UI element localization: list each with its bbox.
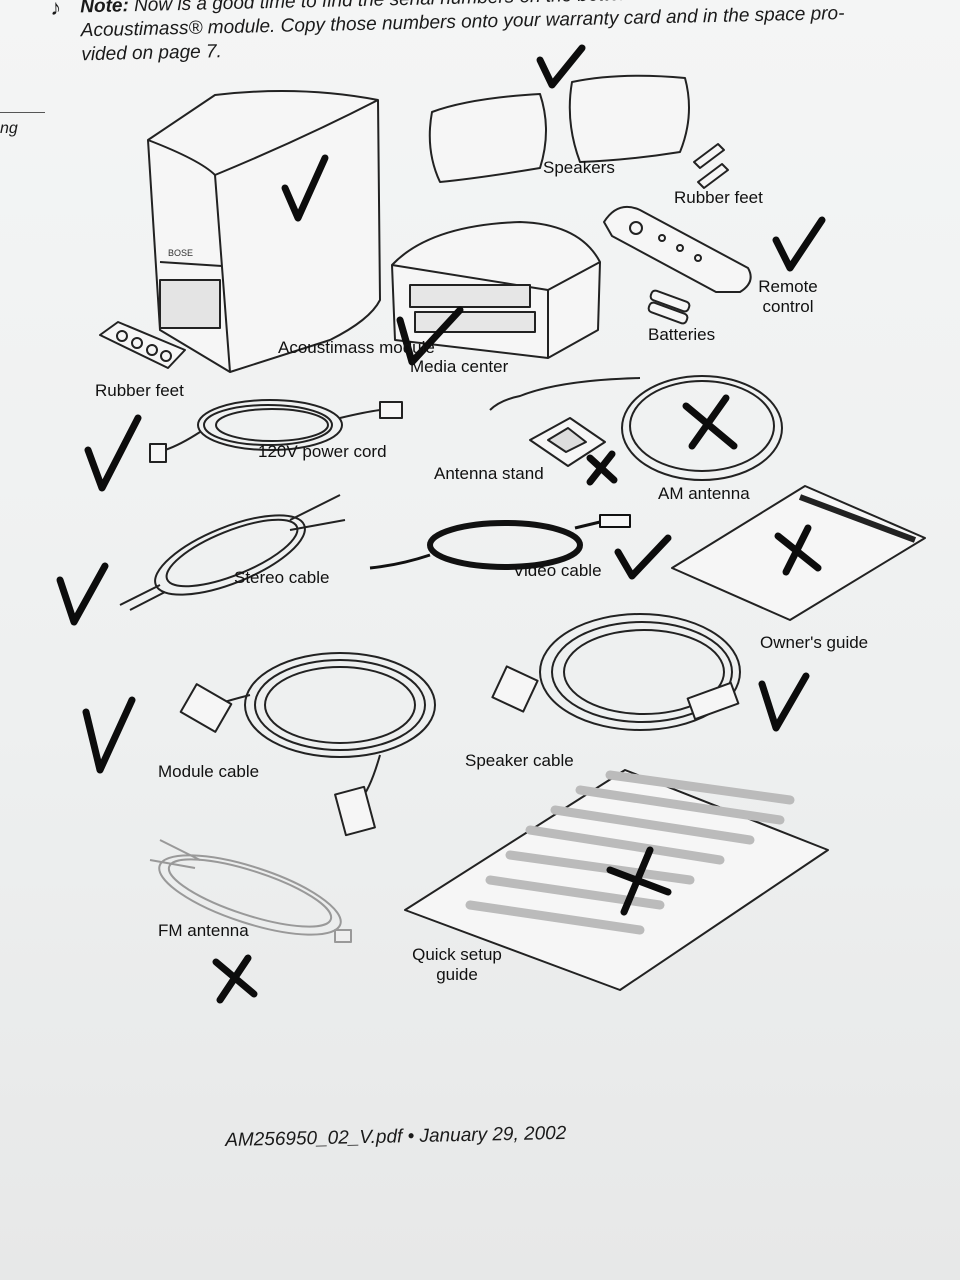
label-rubber-feet-left: Rubber feet: [95, 381, 184, 400]
speaker-cable-drawing: [491, 613, 741, 731]
checkmark-media-center: [396, 306, 464, 366]
label-batteries: Batteries: [648, 325, 716, 344]
video-cable-drawing: [369, 514, 631, 570]
checkmark-power-cord: [84, 414, 142, 492]
am-antenna-drawing: [489, 375, 783, 481]
label-media-center: Media center: [410, 357, 509, 376]
label-fm-antenna: FM antenna: [158, 921, 249, 940]
acoustimass-module-drawing: BOSE: [147, 90, 381, 373]
x-mark-owners-guide: [774, 524, 822, 576]
x-mark-am-antenna: [682, 394, 738, 450]
x-mark-antenna-stand: [586, 450, 618, 486]
remote-control-drawing: [603, 206, 752, 293]
x-mark-fm-antenna: [212, 954, 258, 1004]
module-cable-drawing: [179, 652, 436, 837]
label-speakers: Speakers: [543, 158, 615, 177]
checkmark-video-cable: [614, 534, 672, 580]
label-quick-setup-guide: Quick setup guide: [412, 945, 502, 984]
label-speaker-cable: Speaker cable: [465, 751, 574, 770]
label-module-cable: Module cable: [158, 762, 260, 781]
antenna-stand-drawing: [529, 417, 606, 467]
stereo-cable-drawing: [119, 494, 346, 611]
label-remote-control: Remote control: [758, 277, 818, 316]
margin-text-fragment: ng: [0, 120, 18, 137]
x-mark-quick-setup: [606, 846, 672, 916]
label-acoustimass-module: Acoustimass module: [278, 338, 435, 357]
label-power-cord: 120V power cord: [258, 442, 387, 461]
label-antenna-stand: Antenna stand: [434, 464, 544, 483]
label-video-cable: Video cable: [513, 561, 602, 580]
label-am-antenna: AM antenna: [658, 484, 750, 503]
svg-text:BOSE: BOSE: [168, 248, 193, 258]
margin-rule: [0, 112, 45, 113]
label-stereo-cable: Stereo cable: [234, 568, 330, 587]
label-rubber-feet-right: Rubber feet: [674, 188, 763, 207]
checkmark-acoustimass: [281, 154, 329, 222]
checkmark-remote: [772, 216, 826, 272]
checkmark-module-cable: [82, 696, 136, 774]
label-owners-guide: Owner's guide: [760, 633, 869, 652]
checkmark-speaker-cable: [758, 672, 810, 732]
rubber-feet-left-drawing: [99, 321, 186, 369]
speakers-drawing: [428, 74, 690, 183]
fm-antenna-drawing: [149, 839, 352, 943]
checkmark-stereo-cable: [56, 562, 109, 626]
power-cord-drawing: [149, 399, 403, 463]
rubber-feet-right-drawing: [693, 143, 729, 189]
checkmark-speakers: [536, 44, 586, 89]
batteries-drawing: [647, 289, 691, 325]
